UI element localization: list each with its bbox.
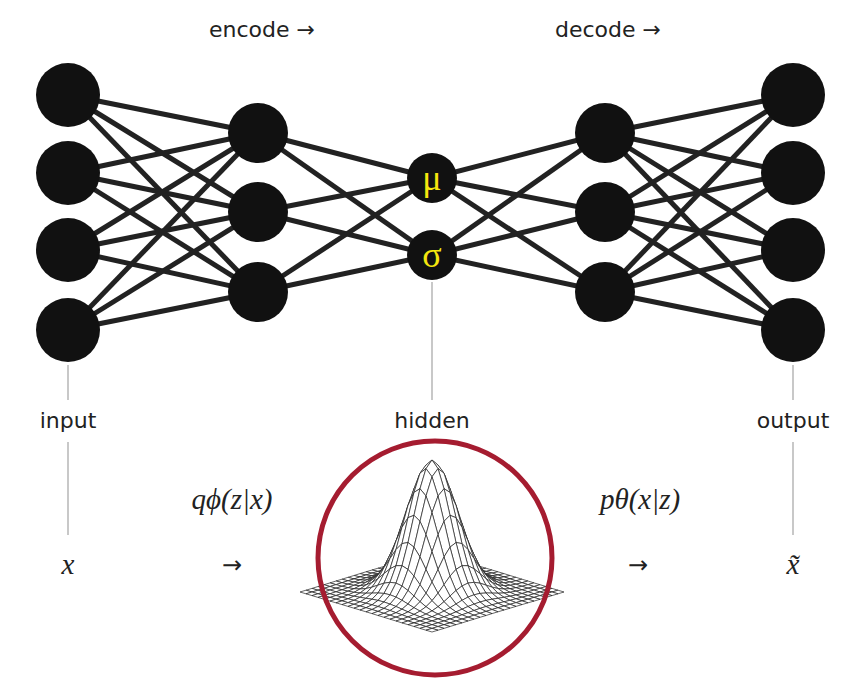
neuron [36, 63, 100, 127]
weight-line [68, 95, 258, 212]
neuron [228, 182, 288, 242]
guide-line [67, 365, 69, 400]
latent-neuron: σ [407, 230, 457, 280]
layer-heading: decode → [555, 18, 661, 42]
neuron [36, 218, 100, 282]
highlight-ring [318, 441, 552, 675]
latent-symbol: σ [407, 230, 457, 280]
flow-arrow: → [222, 552, 242, 578]
guide-lines [68, 282, 793, 535]
neuron [36, 141, 100, 205]
encoder-distribution: qϕ(z|x) [192, 484, 273, 516]
weight-line [68, 212, 258, 330]
guide-line [792, 442, 794, 535]
neuron [575, 103, 635, 163]
layer-name: input [40, 409, 97, 433]
neuron-circle [407, 230, 457, 280]
neuron [761, 141, 825, 205]
latent-symbol: μ [407, 153, 457, 203]
guide-line [792, 365, 794, 400]
guide-line [431, 282, 433, 400]
latent-neuron: μ [407, 153, 457, 203]
neuron [761, 298, 825, 362]
weight-line [605, 173, 793, 292]
neuron [228, 103, 288, 163]
decoder-distribution: pθ(x|z) [600, 484, 680, 516]
weight-line [258, 178, 432, 292]
layer-name: hidden [394, 409, 469, 433]
neuron [761, 218, 825, 282]
neuron [575, 182, 635, 242]
output-symbol: x̃ [787, 549, 800, 581]
input-symbol: x [62, 549, 75, 581]
network-weights [68, 95, 793, 330]
neurons [36, 63, 825, 362]
layer-name: output [757, 409, 830, 433]
neuron [36, 298, 100, 362]
flow-arrow: → [628, 552, 648, 578]
neuron-circle [407, 153, 457, 203]
layer-heading: encode → [209, 18, 315, 42]
guide-line [67, 442, 69, 535]
mesh-cell [426, 628, 438, 632]
neuron [228, 262, 288, 322]
neuron [761, 63, 825, 127]
weight-line [432, 133, 605, 255]
neuron [575, 262, 635, 322]
